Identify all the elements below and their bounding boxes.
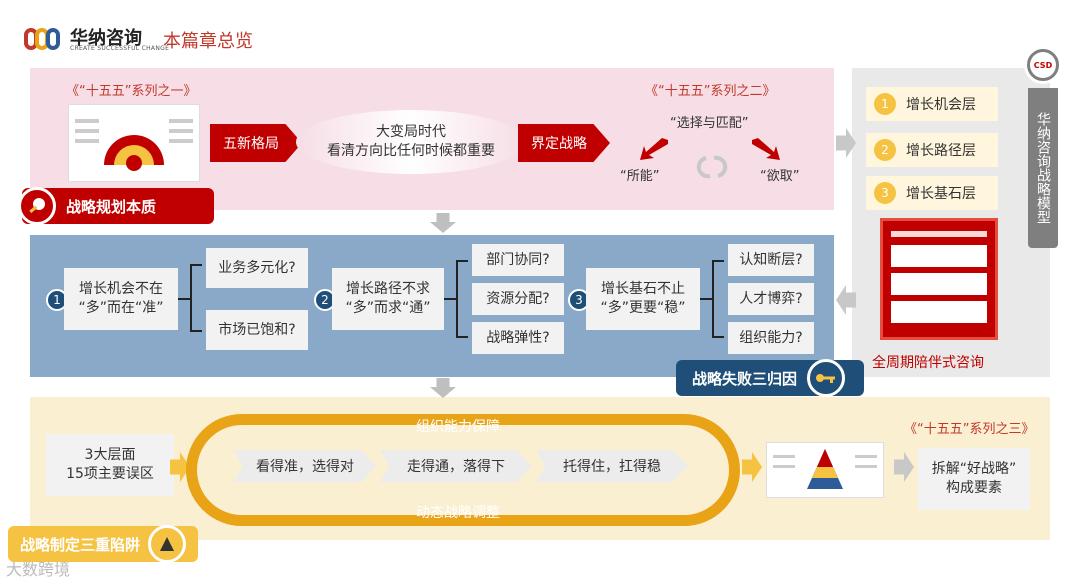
good-strategy-line1: 拆解“好战略” xyxy=(931,461,1017,478)
right-arrow-icon xyxy=(170,452,190,482)
org-capability-label: 组织能力保障 xyxy=(416,419,500,435)
group-three-line2: “多”更要“稳” xyxy=(600,300,686,316)
group-three-number: 3 xyxy=(568,289,590,311)
series-one-label: 《“十五五”系列之一》 xyxy=(66,84,197,99)
good-strategy-line2: 构成要素 xyxy=(946,480,1002,496)
group-two-box: 增长路径不求 “多”而求“通” xyxy=(332,268,444,330)
layer-foundation: 3 增长基石层 xyxy=(866,176,998,210)
group-one-box: 增长机会不在 “多”而在“准” xyxy=(64,268,178,330)
group-one-line1: 增长机会不在 xyxy=(79,281,163,298)
pitfalls-count-line1: 3大层面 xyxy=(84,447,136,464)
down-left-arrow-icon xyxy=(640,138,670,166)
branch-flexibility: 战略弹性? xyxy=(472,322,564,354)
failure-tag-label: 战略失败三归因 xyxy=(692,369,798,388)
branch-diversification: 业务多元化? xyxy=(206,248,308,288)
bracket xyxy=(456,260,468,338)
brand-name: 华纳咨询 xyxy=(70,28,142,49)
pitfalls-count-line2: 15项主要误区 xyxy=(66,466,154,482)
capability-text: “所能” xyxy=(620,169,660,184)
connector-line xyxy=(178,298,190,300)
layer-number: 3 xyxy=(874,182,896,204)
traps-tag: 战略制定三重陷阱 xyxy=(8,525,198,563)
group-one-line2: “多”而在“准” xyxy=(78,300,164,316)
brand-badge-icon: CSD xyxy=(1024,46,1062,84)
page-title: 本篇章总览 xyxy=(163,31,253,52)
ellipse-line2: 看清方向比任何时候都重要 xyxy=(327,143,495,159)
bracket xyxy=(712,260,724,338)
ellipse-line1: 大变局时代 xyxy=(376,124,446,141)
trap-icon xyxy=(148,525,187,563)
brand-logo xyxy=(24,26,66,52)
branch-talent: 人才博弈? xyxy=(728,283,814,315)
define-strategy-arrow: 界定战略 xyxy=(518,124,610,162)
branch-org-capability: 组织能力? xyxy=(728,322,814,354)
step-execute: 走得通，落得下 xyxy=(380,450,532,482)
group-two-line1: 增长路径不求 xyxy=(346,281,430,298)
model-document-thumbnail xyxy=(880,218,998,340)
down-right-arrow-icon xyxy=(750,138,780,166)
down-arrow-icon xyxy=(430,378,456,398)
essence-tag-label: 战略规划本质 xyxy=(66,197,157,216)
down-arrow-icon xyxy=(430,213,456,233)
layer-label: 增长机会层 xyxy=(906,97,976,113)
desire-text: “欲取” xyxy=(760,169,800,184)
series-three-thumbnail xyxy=(766,442,884,498)
traps-tag-label: 战略制定三重陷阱 xyxy=(20,535,141,554)
series-three-label: 《“十五五”系列之三》 xyxy=(904,422,1035,437)
series-two-label: 《“十五五”系列之二》 xyxy=(645,84,776,99)
good-strategy-box: 拆解“好战略” 构成要素 xyxy=(918,448,1030,510)
layer-label: 增长基石层 xyxy=(906,186,976,202)
link-icon xyxy=(694,152,730,186)
layer-number: 2 xyxy=(874,139,896,161)
branch-saturation: 市场已饱和? xyxy=(206,310,308,350)
failure-tag: 战略失败三归因 xyxy=(676,359,864,397)
bracket xyxy=(190,264,202,332)
group-one-number: 1 xyxy=(46,289,68,311)
essence-tag: 战略规划本质 xyxy=(18,187,214,225)
group-two-line2: “多”而求“通” xyxy=(345,300,431,316)
group-three-line1: 增长基石不止 xyxy=(601,281,685,298)
step-see-choose: 看得准，选得对 xyxy=(234,450,376,482)
layer-opportunity: 1 增长机会层 xyxy=(866,87,998,121)
branch-coordination: 部门协同? xyxy=(472,244,564,276)
ellipse-center: 大变局时代 看清方向比任何时候都重要 xyxy=(296,110,526,174)
layer-label: 增长路径层 xyxy=(906,143,976,159)
vertical-model-title: 华纳咨询战略模型 xyxy=(1028,88,1058,248)
full-cycle-caption: 全周期陪伴式咨询 xyxy=(872,355,984,371)
dynamic-adjust-label: 动态战略调整 xyxy=(416,505,500,521)
connector-line xyxy=(444,298,456,300)
choice-match-text: “选择与匹配” xyxy=(670,116,749,131)
layer-number: 1 xyxy=(874,93,896,115)
brand-tagline: CREATE SUCCESSFUL CHANGE xyxy=(70,45,170,52)
right-arrow-icon xyxy=(894,452,914,482)
layer-path: 2 增长路径层 xyxy=(866,133,998,167)
series-one-thumbnail xyxy=(68,104,200,182)
five-new-patterns-arrow: 五新格局 xyxy=(210,124,302,162)
right-arrow-icon xyxy=(836,128,856,158)
branch-cognitive-gap: 认知断层? xyxy=(728,244,814,276)
branch-resource-allocation: 资源分配? xyxy=(472,283,564,315)
brand-badge-text: CSD xyxy=(1030,52,1056,78)
right-arrow-icon xyxy=(742,452,762,482)
cycle-loop xyxy=(186,414,740,526)
watermark: 大数跨境 xyxy=(6,560,71,579)
group-three-box: 增长基石不止 “多”更要“稳” xyxy=(586,268,700,330)
step-sustain: 托得住，扛得稳 xyxy=(536,450,688,482)
magnifier-icon xyxy=(18,187,56,225)
connector-line xyxy=(700,298,712,300)
pitfalls-count-box: 3大层面 15项主要误区 xyxy=(46,434,174,496)
key-icon xyxy=(807,359,846,397)
